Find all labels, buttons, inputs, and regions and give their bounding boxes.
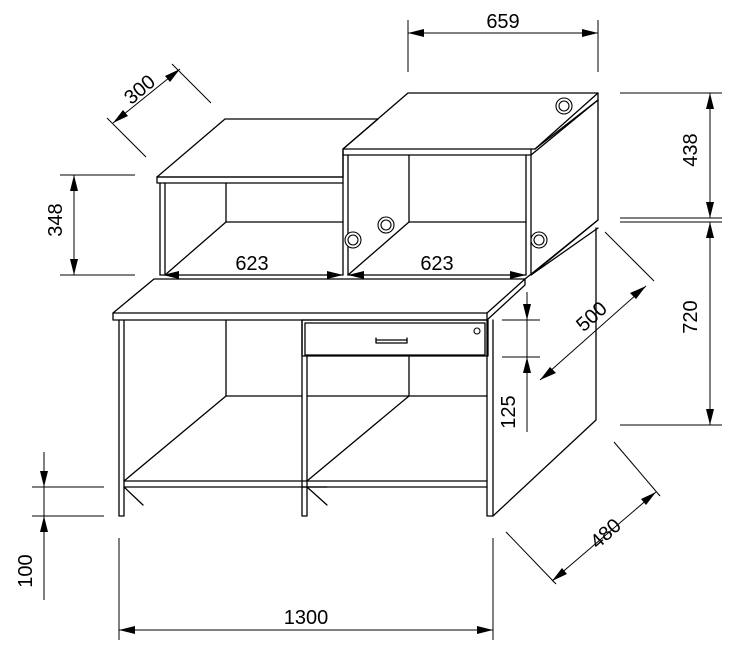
dimension-623-left: 623	[163, 253, 343, 279]
dim-label-125: 125	[498, 395, 520, 428]
dimension-480: 480	[505, 441, 661, 585]
dim-label-623-right: 623	[420, 253, 453, 275]
dimension-1300: 1300	[118, 538, 494, 640]
dim-label-659: 659	[486, 11, 519, 33]
dimension-100: 100	[15, 452, 104, 600]
dim-label-1300: 1300	[284, 607, 329, 629]
dimension-623-right: 623	[348, 253, 526, 279]
dim-label-300: 300	[120, 71, 160, 109]
right-shelf-unit	[342, 92, 599, 280]
drawer	[301, 319, 489, 357]
dimension-300: 300	[106, 63, 212, 158]
dim-label-623-left: 623	[235, 253, 268, 275]
knob-icon	[344, 97, 573, 249]
drawer-lock-icon	[473, 327, 481, 335]
dimension-438: 438	[620, 92, 722, 219]
dimension-659: 659	[407, 11, 599, 72]
dim-label-348: 348	[45, 203, 67, 236]
dim-label-100: 100	[15, 554, 37, 587]
dim-label-500: 500	[572, 298, 612, 337]
dimension-125: 125	[498, 292, 540, 432]
dim-label-480: 480	[586, 515, 626, 554]
desk-body	[112, 227, 597, 517]
dim-label-438: 438	[680, 133, 702, 166]
dimension-720: 720	[620, 221, 722, 426]
dim-label-720: 720	[680, 300, 702, 333]
left-shelf-unit	[156, 118, 379, 276]
dimension-348: 348	[45, 174, 135, 276]
